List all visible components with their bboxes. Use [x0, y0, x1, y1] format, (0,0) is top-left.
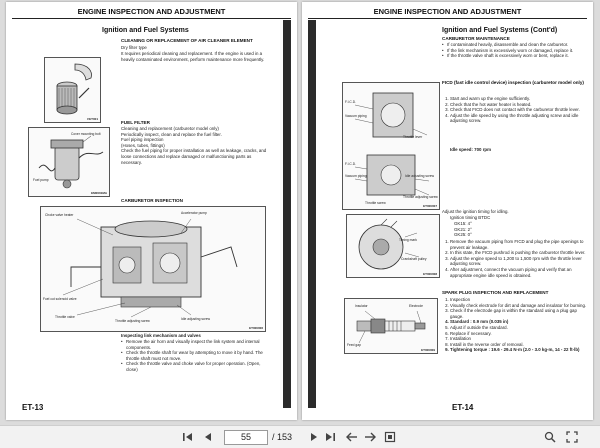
throttle-screw-label: Throttle screw [365, 201, 386, 205]
list-item: Remove the vacuum piping from FICD and p… [450, 239, 590, 250]
list-item: Check the throttle shaft for wear by att… [121, 350, 271, 361]
page-number: ET-14 [452, 403, 474, 412]
timing-intro: Adjust the ignition timing for idling. [442, 209, 509, 214]
fuel-cut-label: Fuel cut solenoid valve [43, 297, 77, 301]
carburetor-figure: Choke valve heater Accelerator pump Fuel… [40, 206, 266, 332]
page-et-13: ENGINE INSPECTION AND ADJUSTMENT Ignitio… [6, 2, 297, 420]
figure-code: FET001 [87, 117, 98, 121]
throttle-valve-label: Throttle valve [55, 315, 75, 319]
page-number: ET-13 [22, 403, 44, 412]
back-icon[interactable] [344, 429, 360, 445]
section-tab-bar [283, 20, 291, 408]
air-cleaner-type: Dry filter type [121, 45, 147, 50]
list-item: After adjustment, connect the vacuum pip… [450, 267, 590, 278]
section-tab-bar [308, 20, 316, 408]
idle-screw-label: Idle adjusting screw [181, 317, 210, 321]
spark-plug-heading: SPARK PLUG INSPECTION AND REPLACEMENT [442, 290, 549, 295]
list-item: Standard : 0.9 mm (0.035 in) [450, 319, 590, 325]
last-page-icon[interactable] [322, 429, 338, 445]
list-item: Adjust the idle speed by using the throt… [450, 113, 590, 124]
figure-code: ET000009 [421, 348, 435, 352]
previous-page-icon[interactable] [200, 429, 216, 445]
first-page-icon[interactable] [180, 429, 196, 445]
ficd-figure: F.I.C.D. Vacuum piping Throttle lever F.… [342, 82, 440, 210]
list-item: Inspection [450, 297, 590, 303]
throttle-lever-label: Throttle lever [403, 135, 423, 139]
throttle-adjusting-label: Throttle adjusting screw [403, 195, 438, 199]
section-title: Ignition and Fuel Systems (Cont'd) [442, 27, 558, 34]
timing-mark-label: Timing mark [399, 238, 418, 242]
list-item: Adjust if outside the standard. [450, 325, 590, 331]
maintenance-list: If contaminated heavily, disassemble and… [442, 42, 584, 59]
choke-heater-label: Choke valve heater [45, 213, 74, 217]
forward-icon[interactable] [362, 429, 378, 445]
list-item: Check that FICD does not contact with th… [450, 107, 590, 113]
next-page-icon[interactable] [306, 429, 322, 445]
ficd-steps: Start and warm up the engine sufficientl… [442, 96, 590, 124]
insulator-label: Insulator [355, 304, 368, 308]
figure-code: ET000006 [249, 326, 263, 330]
page-header: ENGINE INSPECTION AND ADJUSTMENT [12, 6, 291, 19]
fuel-pump-label: Fuel pump [33, 178, 49, 182]
list-item: Adjust the engine speed to 1,200 to 1,50… [450, 256, 590, 267]
accelerator-pump-label: Accelerator pump [181, 211, 207, 215]
current-page-input[interactable]: 55 [224, 430, 268, 445]
timing-steps: Remove the vacuum piping from FICD and p… [442, 239, 590, 278]
fullscreen-icon[interactable] [564, 429, 580, 445]
ficd-label-2: F.I.C.D. [345, 162, 356, 166]
list-item: In this state, the FICD pushrod is pushi… [450, 250, 590, 256]
figure-code: ET000008 [423, 272, 437, 276]
vacuum-piping-label: Vacuum piping [345, 114, 367, 118]
list-item: Visually check electrode for dirt and da… [450, 303, 590, 309]
list-item: Check if the electrode gap is within the… [450, 308, 590, 319]
zoom-icon[interactable] [542, 429, 558, 445]
viewer-toolbar: 55 / 153 [0, 425, 600, 448]
linkage-list: Remove the air horn and visually inspect… [121, 339, 271, 373]
ficd-heading: FICD (fast idle control device) inspecti… [442, 80, 584, 85]
air-cleaner-heading: CLEANING OR REPLACEMENT OF AIR CLEANER E… [121, 38, 253, 43]
crank-pulley-label: Crankshaft pulley [401, 257, 427, 261]
carburetor-maintenance-heading: CARBURETOR MAINTENANCE [442, 36, 510, 41]
figure-code: EM0001MA [91, 191, 107, 195]
document-viewport[interactable]: ENGINE INSPECTION AND ADJUSTMENT Ignitio… [0, 0, 600, 425]
timing-label: Ignition timing BTDC [450, 215, 491, 220]
spark-plug-figure: Insulator Electrode Feed gap ET000009 [344, 298, 438, 354]
fuel-filter-heading: FUEL FILTER [121, 120, 150, 125]
list-item: If the link mechanism is excessively wor… [442, 48, 584, 54]
cover-bolt-label: Cover mounting bolt [71, 132, 101, 136]
list-item: Tightening torque : 19.6 - 29.4 N·m (2.0… [450, 347, 590, 353]
feed-gap-label: Feed gap [347, 343, 361, 347]
list-item: Check that the hot water heater is heate… [450, 102, 590, 108]
idle-screw-label: Idle adjusting screw [405, 174, 434, 178]
page-et-14: ENGINE INSPECTION AND ADJUSTMENT Ignitio… [302, 2, 593, 420]
carburetor-heading: CARBURETOR INSPECTION [121, 198, 183, 203]
list-item: Remove the air horn and visually inspect… [121, 339, 271, 350]
vacuum-piping-label-2: Vacuum piping [345, 174, 367, 178]
list-item: Installation [450, 336, 590, 342]
linkage-title: Inspecting link mechanism and valves [121, 333, 201, 338]
list-item: Replace if necessary. [450, 331, 590, 337]
air-cleaner-figure: FET001 [44, 57, 101, 123]
air-cleaner-text: It requires periodical cleaning and repl… [121, 51, 265, 62]
list-item: If the throttle valve shaft is excessive… [442, 53, 584, 59]
list-item: Start and warm up the engine sufficientl… [450, 96, 590, 102]
ficd-label: F.I.C.D. [345, 100, 356, 104]
fuel-filter-text: Cleaning and replacement (carburetor mod… [121, 126, 267, 165]
section-title: Ignition and Fuel Systems [102, 27, 189, 34]
figure-code: ET000007 [423, 204, 437, 208]
timing-values: GK15: 4° GK21: 2° GK25: 0° [454, 221, 472, 238]
timing-figure: Timing mark Crankshaft pulley ET000008 [346, 214, 440, 278]
throttle-screw-label: Throttle adjusting screw [115, 319, 150, 323]
fit-page-icon[interactable] [382, 429, 398, 445]
page-header: ENGINE INSPECTION AND ADJUSTMENT [308, 6, 587, 19]
list-item: Install in the reverse order of removal. [450, 342, 590, 348]
electrode-label: Electrode [409, 304, 423, 308]
total-pages: / 153 [272, 432, 293, 442]
fuel-filter-figure: Cover mounting bolt Fuel pump EM0001MA [28, 127, 110, 197]
list-item: Check the throttle valve and choke valve… [121, 361, 271, 372]
list-item: If contaminated heavily, disassemble and… [442, 42, 584, 48]
idle-speed: Idle speed: 700 rpm [450, 147, 491, 152]
spark-steps: Inspection Visually check electrode for … [442, 297, 590, 353]
